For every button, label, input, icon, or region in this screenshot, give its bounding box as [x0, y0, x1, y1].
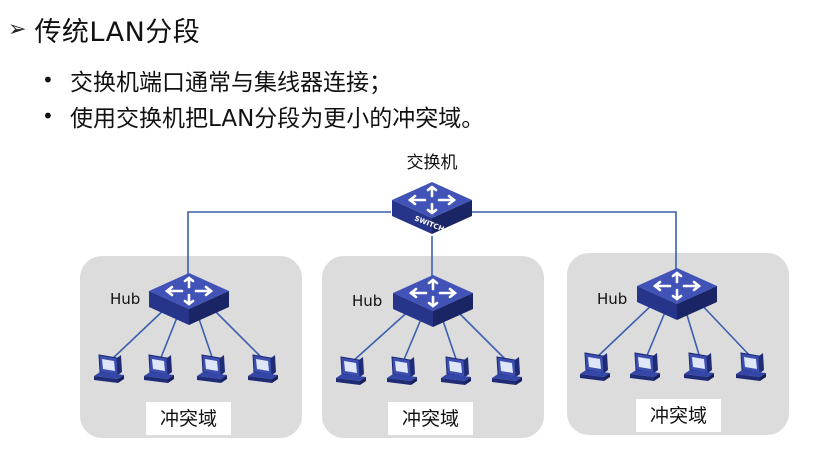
collision-domain-box: [567, 253, 789, 435]
domain-label-box: [388, 402, 473, 435]
bullet-list: • 交换机端口通常与集线器连接； • 使用交换机把LAN分段为更小的冲突域。: [42, 62, 484, 134]
arrow-bullet-icon: ➢: [8, 17, 27, 42]
hub-label: Hub: [597, 290, 627, 308]
switch-device: SWITCH: [390, 180, 474, 236]
hub-label: Hub: [352, 292, 382, 310]
bullet-item: • 交换机端口通常与集线器连接；: [42, 62, 484, 98]
bullet-dot-icon: •: [42, 68, 54, 92]
bullet-dot-icon: •: [42, 104, 54, 128]
hub-label: Hub: [110, 290, 140, 308]
domain-label-box: [636, 399, 721, 432]
slide-heading: ➢ 传统LAN分段: [8, 10, 200, 49]
domain-label-box: [146, 402, 231, 435]
bullet-text: 使用交换机把LAN分段为更小的冲突域。: [70, 106, 485, 132]
collision-domain-box: [80, 256, 302, 438]
slide-title: 传统LAN分段: [34, 17, 201, 48]
bullet-text: 交换机端口通常与集线器连接；: [70, 70, 392, 96]
bullet-item: • 使用交换机把LAN分段为更小的冲突域。: [42, 98, 484, 134]
domain-label: 冲突域: [160, 408, 217, 430]
collision-domain-box: [322, 256, 544, 438]
domain-label: 冲突域: [650, 405, 707, 427]
domain-label: 冲突域: [402, 408, 459, 430]
switch-label: 交换机: [407, 153, 458, 173]
